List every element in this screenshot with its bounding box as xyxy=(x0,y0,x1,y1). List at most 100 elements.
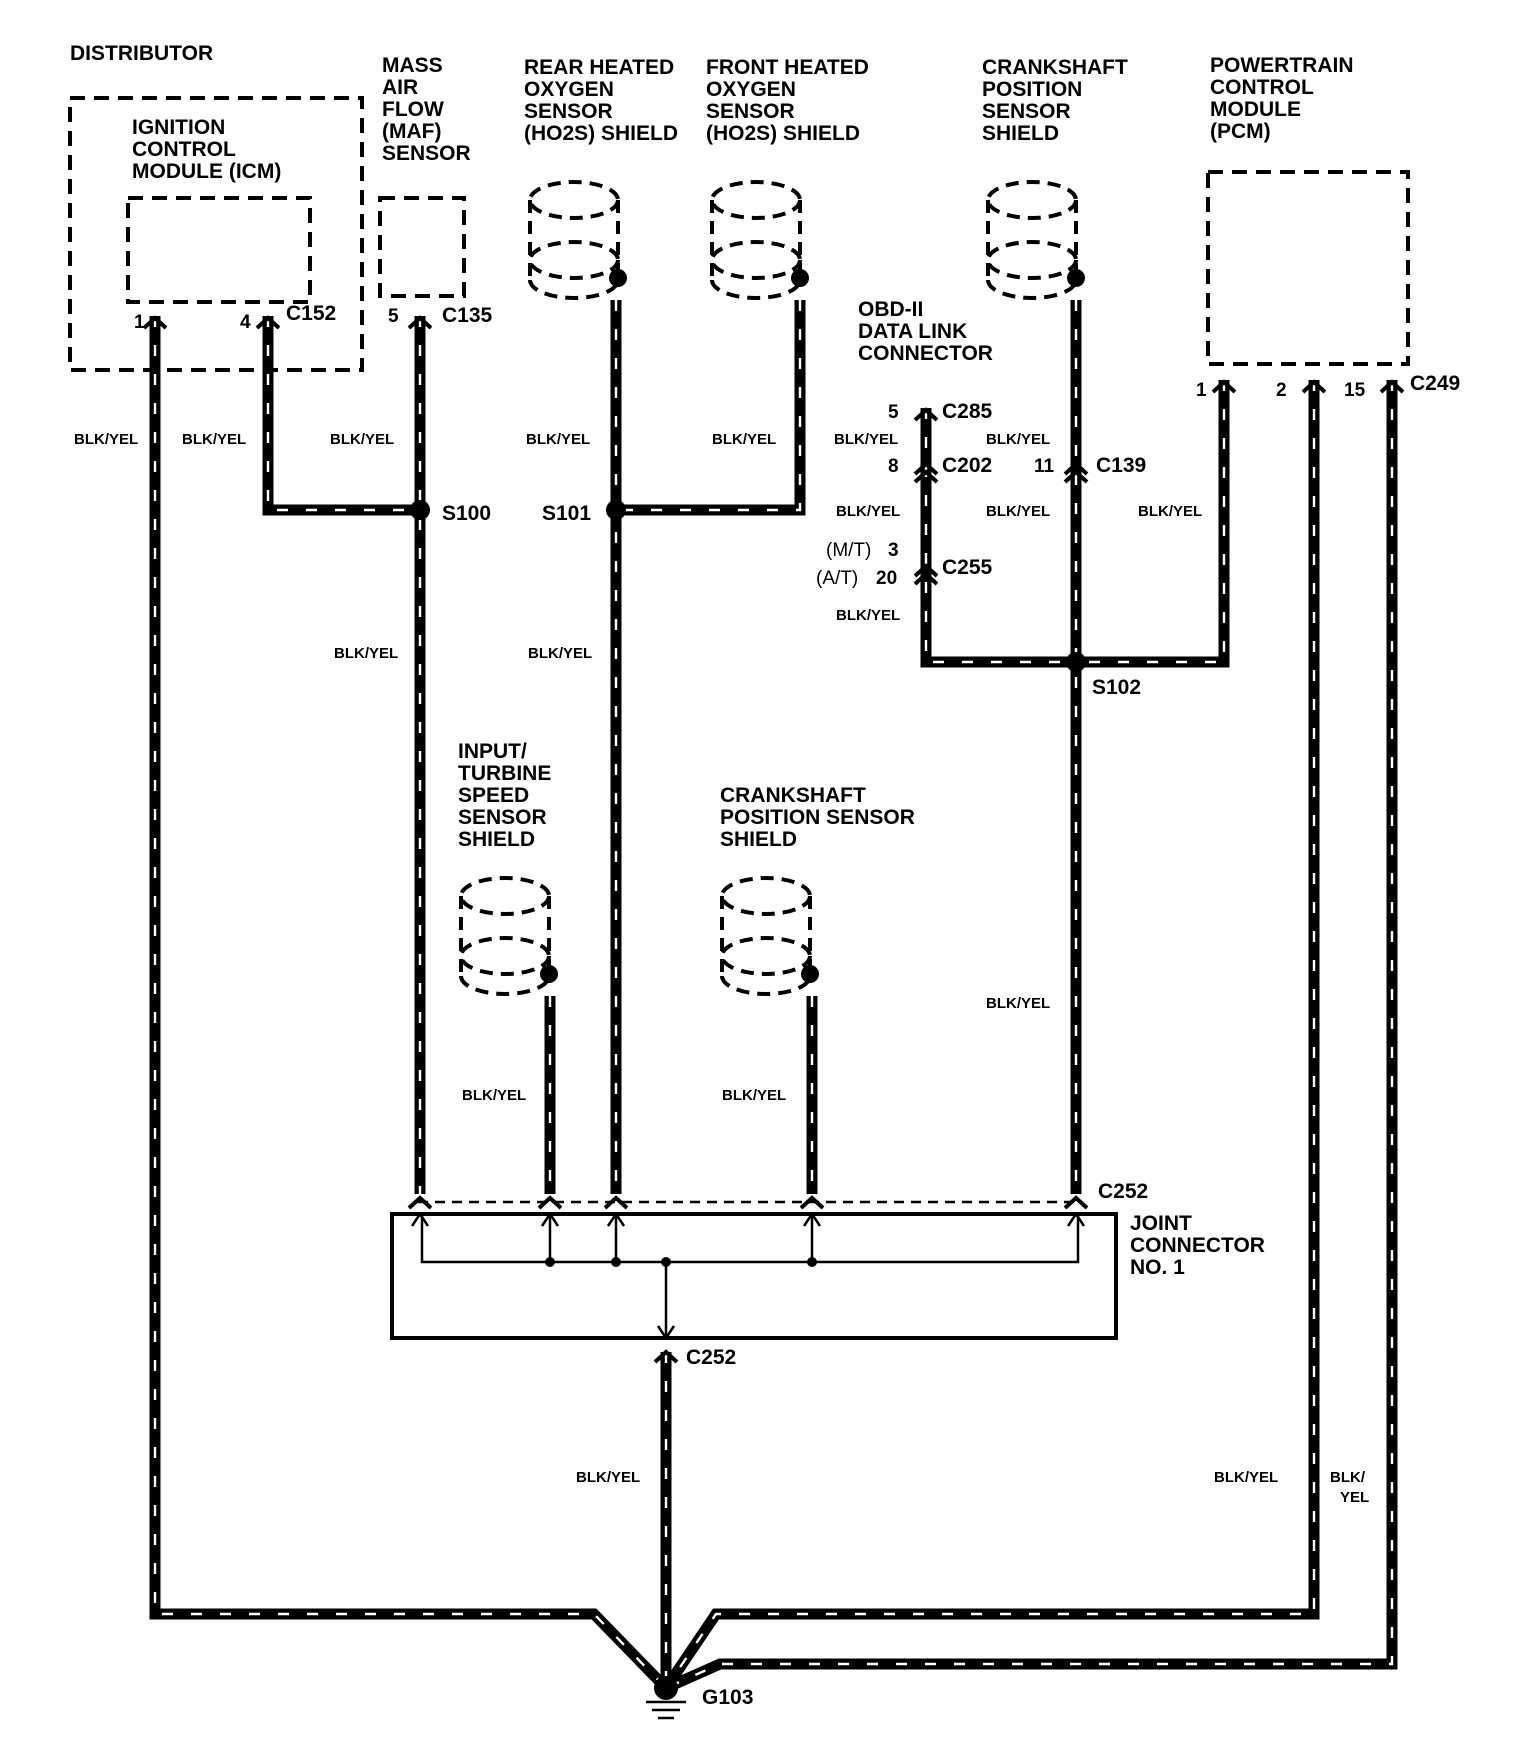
joint-label-2: CONNECTOR xyxy=(1130,1234,1265,1257)
pcm-label-4: (PCM) xyxy=(1210,120,1271,143)
c285-glyph xyxy=(913,407,939,422)
wire-label-pcm-15-line2: YEL xyxy=(1340,1489,1369,1506)
pin-c202-8: 8 xyxy=(888,456,899,477)
front-ho2s-shield-icon xyxy=(710,180,809,300)
ckp-top-shield-icon xyxy=(986,180,1085,300)
icm-outline xyxy=(126,196,312,304)
c252-top-glyph-2 xyxy=(537,1195,563,1210)
rear-ho2s-shield-icon xyxy=(528,180,627,300)
joint-dot-4 xyxy=(807,1257,817,1267)
pin-mt-label: (M/T) xyxy=(826,540,871,561)
wire-label-c139: BLK/YEL xyxy=(986,503,1050,520)
icm-label-2: CONTROL xyxy=(132,138,236,161)
c252-top-glyph-5 xyxy=(1063,1195,1089,1210)
pin-pcm-1: 1 xyxy=(1196,380,1207,401)
joint-input-arrow-4 xyxy=(802,1211,822,1227)
wire-color-labels: BLK/YEL BLK/YEL BLK/YEL BLK/YEL BLK/YEL … xyxy=(74,431,1369,1506)
c255-glyph-b xyxy=(913,571,939,586)
shield-cylinders xyxy=(459,180,1085,996)
maf-label-3: FLOW xyxy=(382,98,444,121)
wire-label-pcm-1: BLK/YEL xyxy=(1138,503,1202,520)
ckp-top-group: CRANKSHAFT POSITION SENSOR SHIELD xyxy=(982,56,1128,145)
pcm-group: POWERTRAIN CONTROL MODULE (PCM) xyxy=(1206,54,1410,366)
input-turbine-label-3: SPEED xyxy=(458,784,529,807)
wire-label-maf: BLK/YEL xyxy=(330,431,394,448)
rear-ho2s-group: REAR HEATED OXYGEN SENSOR (HO2S) SHIELD xyxy=(524,56,678,145)
wire-dlc-to-s102 xyxy=(920,408,1076,668)
distributor-label: DISTRIBUTOR xyxy=(70,42,213,65)
joint-input-arrow-1 xyxy=(410,1211,430,1227)
joint-dot-1 xyxy=(545,1257,555,1267)
wire-label-s101: BLK/YEL xyxy=(528,645,592,662)
splices: S100 S101 S102 xyxy=(410,500,1141,699)
wire-pcm-2-to-ground xyxy=(661,380,1320,1692)
pin-maf-5: 5 xyxy=(388,306,399,327)
input-turbine-label-1: INPUT/ xyxy=(458,740,527,763)
wire-icm-1-to-ground xyxy=(149,316,670,1692)
joint-output-arrow xyxy=(656,1325,676,1341)
wire-label-s100: BLK/YEL xyxy=(334,645,398,662)
ground-label: G103 xyxy=(702,1686,753,1709)
connector-c249: C249 xyxy=(1410,372,1460,395)
connector-c252-bottom: C252 xyxy=(686,1346,736,1369)
wires xyxy=(149,300,1398,1694)
splice-s102-label: S102 xyxy=(1092,676,1141,699)
joint-dot-3 xyxy=(661,1257,671,1267)
input-turbine-label-5: SHIELD xyxy=(458,828,535,851)
input-turbine-label-4: SENSOR xyxy=(458,806,547,829)
pin-c255-20: 20 xyxy=(876,568,897,589)
ckp-top-label-4: SHIELD xyxy=(982,122,1059,145)
wire-label-c202: BLK/YEL xyxy=(836,503,900,520)
c249-pin15-glyph xyxy=(1379,379,1405,394)
rear-ho2s-label-4: (HO2S) SHIELD xyxy=(524,122,678,145)
front-ho2s-label-4: (HO2S) SHIELD xyxy=(706,122,860,145)
obd-label-1: OBD-II xyxy=(858,298,923,321)
wire-label-icm-1: BLK/YEL xyxy=(74,431,138,448)
distributor-outline xyxy=(68,96,364,372)
front-ho2s-label-1: FRONT HEATED xyxy=(706,56,869,79)
joint-input-arrow-2 xyxy=(540,1211,560,1227)
joint-input-arrow-3 xyxy=(606,1211,626,1227)
obd-label-2: DATA LINK xyxy=(858,320,967,343)
c252-top-glyph-4 xyxy=(799,1195,825,1210)
c152-pin1-glyph xyxy=(142,315,168,330)
c249-pin2-glyph xyxy=(1301,379,1327,394)
wire-label-icm-4: BLK/YEL xyxy=(182,431,246,448)
input-turbine-group: INPUT/ TURBINE SPEED SENSOR SHIELD xyxy=(458,740,551,851)
obd-label-3: CONNECTOR xyxy=(858,342,993,365)
wire-label-ckp-top: BLK/YEL xyxy=(986,431,1050,448)
c135-pin5-glyph xyxy=(407,315,433,330)
obd-group: OBD-II DATA LINK CONNECTOR xyxy=(858,298,993,365)
joint-input-arrow-5 xyxy=(1066,1211,1086,1227)
c252-top-glyph-3 xyxy=(603,1195,629,1210)
wire-label-input-turbine: BLK/YEL xyxy=(462,1087,526,1104)
maf-label-4: (MAF) xyxy=(382,120,441,143)
input-turbine-shield-icon xyxy=(459,876,558,996)
wire-pcm-1-to-s102 xyxy=(1076,380,1230,668)
pcm-label-3: MODULE xyxy=(1210,98,1301,121)
splice-s101-dot xyxy=(606,500,626,520)
splice-s100-label: S100 xyxy=(442,502,491,525)
c255-glyph-a xyxy=(913,563,939,578)
c252-bottom-glyph xyxy=(653,1349,679,1364)
pin-c255-3: 3 xyxy=(888,540,899,561)
wire-label-ckp-mid: BLK/YEL xyxy=(722,1087,786,1104)
maf-outline xyxy=(378,196,466,298)
pin-pcm-2: 2 xyxy=(1276,380,1287,401)
wire-label-c255: BLK/YEL xyxy=(836,607,900,624)
wire-label-c285: BLK/YEL xyxy=(834,431,898,448)
wire-icm-4-to-s100 xyxy=(262,316,420,516)
pcm-outline xyxy=(1206,170,1410,366)
connector-c255: C255 xyxy=(942,556,993,579)
ground-point xyxy=(654,1676,678,1700)
splice-s102-dot xyxy=(1066,652,1086,672)
maf-label-2: AIR xyxy=(382,76,418,99)
ckp-mid-label-3: SHIELD xyxy=(720,828,797,851)
pcm-label-1: POWERTRAIN xyxy=(1210,54,1354,77)
maf-label-1: MASS xyxy=(382,54,443,77)
c202-glyph-a xyxy=(913,461,939,476)
ckp-mid-label-2: POSITION SENSOR xyxy=(720,806,915,829)
c139-glyph-b xyxy=(1063,469,1089,484)
wire-label-s102: BLK/YEL xyxy=(986,995,1050,1012)
